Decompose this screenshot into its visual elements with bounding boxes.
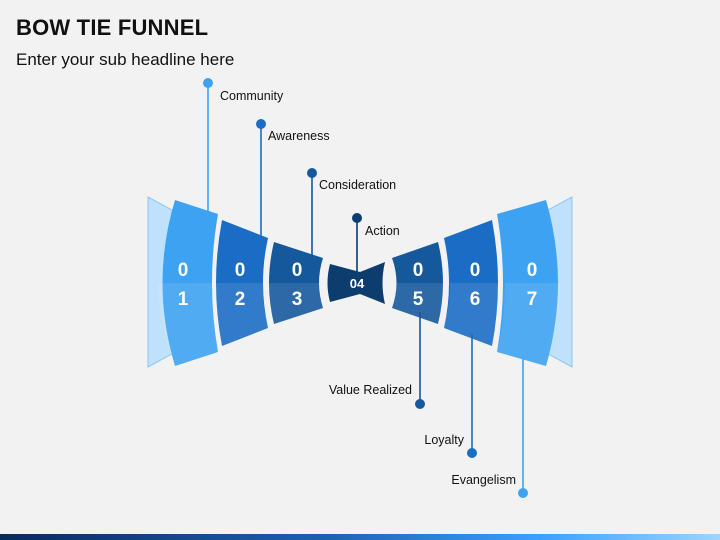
stage-segment-4[interactable] xyxy=(327,262,386,304)
callout-label-value-realized: Value Realized xyxy=(329,383,412,397)
stage-3-digit-bottom: 3 xyxy=(292,289,303,310)
stage-segment-5-shape xyxy=(392,242,443,324)
callout-dot-7[interactable] xyxy=(518,488,528,498)
callout-dot-3[interactable] xyxy=(307,168,317,178)
stage-segment-7-shade xyxy=(497,283,560,366)
stage-7-digit-bottom: 7 xyxy=(527,289,538,310)
stage-segment-1-shape xyxy=(162,200,218,366)
stage-1-digit-top: 0 xyxy=(178,260,189,281)
stage-segment-2-shade xyxy=(214,283,268,346)
callout-dot-2[interactable] xyxy=(256,119,266,129)
page-subtitle: Enter your sub headline here xyxy=(16,50,235,69)
callout-dot-4[interactable] xyxy=(352,213,362,223)
stage-5-digit-bottom: 5 xyxy=(413,289,424,310)
stage-3-digit-top: 0 xyxy=(292,260,303,281)
callout-label-awareness: Awareness xyxy=(268,129,330,143)
callout-label-evangelism: Evangelism xyxy=(451,473,516,487)
stage-segment-1[interactable] xyxy=(158,200,218,366)
page-title: BOW TIE FUNNEL xyxy=(16,15,209,40)
stage-segment-5-shade xyxy=(392,283,444,324)
stage-4-number: 04 xyxy=(350,276,365,291)
stage-7-digit-top: 0 xyxy=(527,260,538,281)
stage-segment-4-shape xyxy=(327,262,385,304)
stage-segment-5[interactable] xyxy=(392,242,444,324)
stage-segment-3[interactable] xyxy=(268,242,323,324)
stage-2-digit-bottom: 2 xyxy=(235,289,246,310)
callout-dot-1[interactable] xyxy=(203,78,213,88)
stage-segment-2-shape xyxy=(216,220,268,346)
stage-6-digit-top: 0 xyxy=(470,260,481,281)
stage-segment-1-shade xyxy=(158,283,218,366)
stage-6-digit-bottom: 6 xyxy=(470,289,481,310)
stage-segment-3-shade xyxy=(268,283,323,324)
stage-segment-7[interactable] xyxy=(497,200,560,366)
callout-label-action: Action xyxy=(365,224,400,238)
stage-5-digit-top: 0 xyxy=(413,260,424,281)
stage-1-digit-bottom: 1 xyxy=(178,289,189,310)
stage-2-digit-top: 0 xyxy=(235,260,246,281)
callout-label-consideration: Consideration xyxy=(319,178,396,192)
bottom-accent-bar xyxy=(0,534,720,540)
stage-segment-6[interactable] xyxy=(444,220,500,346)
callout-dot-5[interactable] xyxy=(415,399,425,409)
stage-segment-6-shape xyxy=(444,220,498,346)
callout-label-loyalty: Loyalty xyxy=(424,433,464,447)
stage-segment-2[interactable] xyxy=(214,220,268,346)
stage-segment-6-shade xyxy=(444,283,500,346)
callout-label-community: Community xyxy=(220,89,284,103)
stage-segment-3-shape xyxy=(269,242,323,324)
stage-segment-7-shape xyxy=(497,200,558,366)
callout-dot-6[interactable] xyxy=(467,448,477,458)
